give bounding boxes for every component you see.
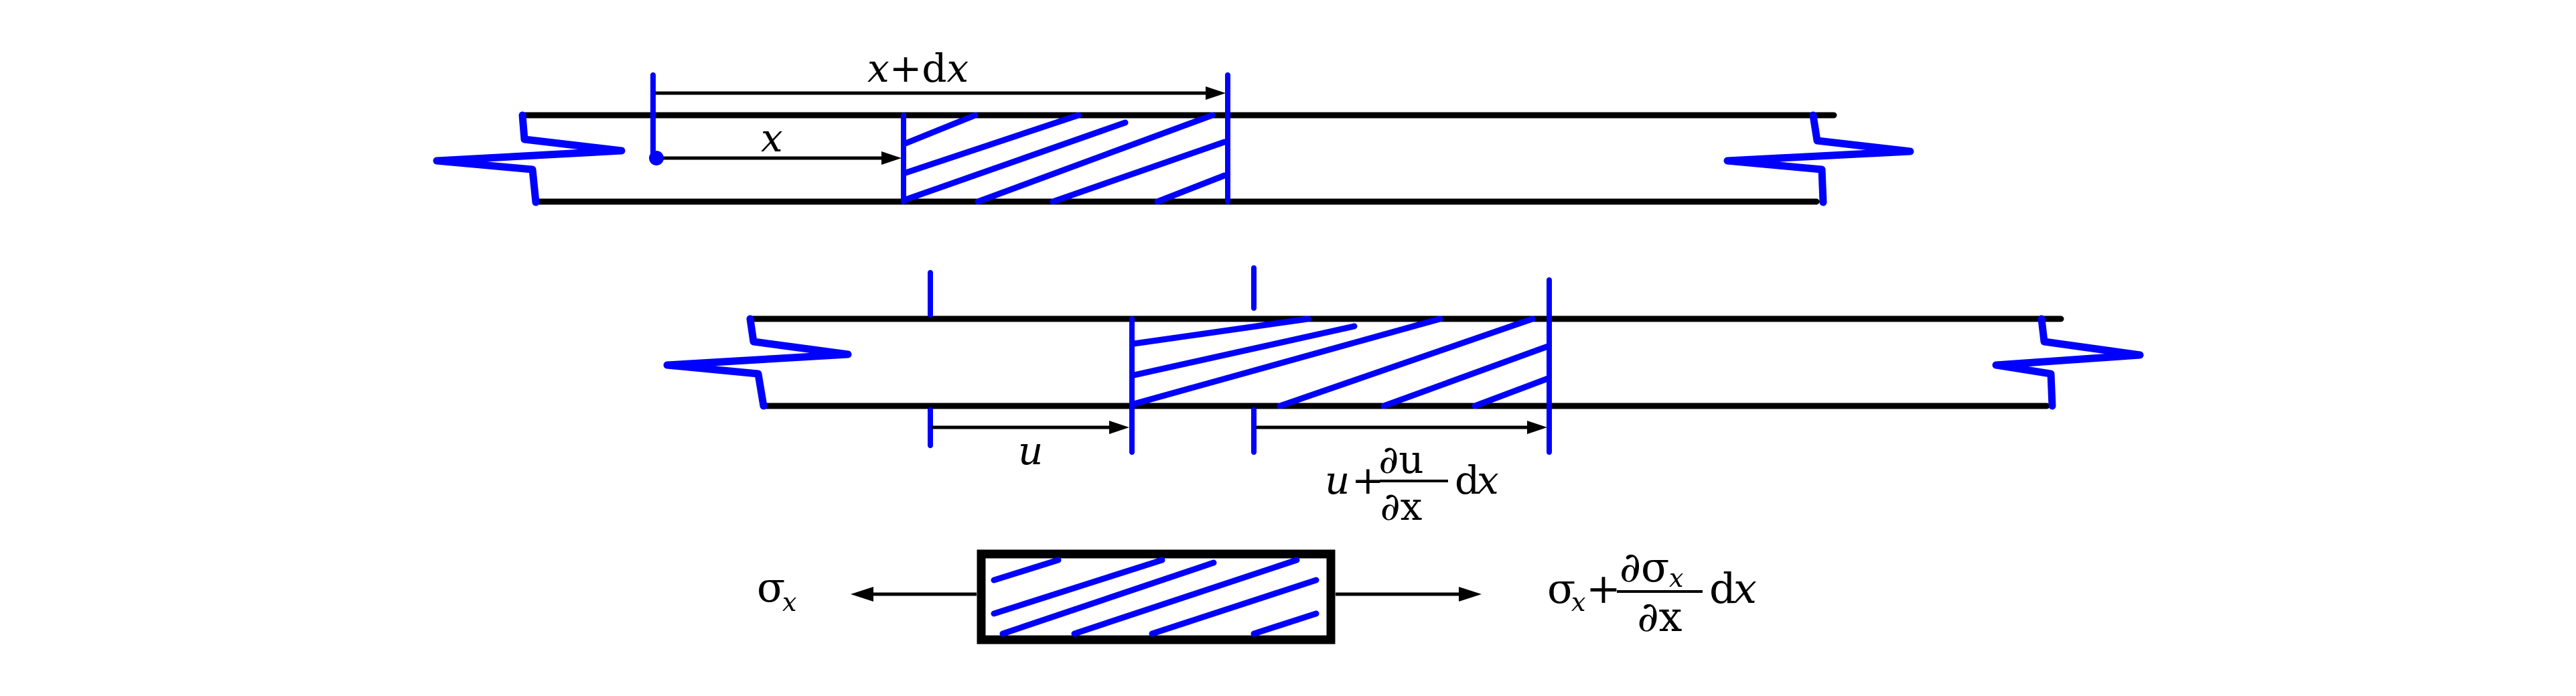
dimension-arrow-x — [663, 151, 902, 165]
origin-point-icon — [649, 151, 664, 165]
svg-text:∂x: ∂x — [1637, 592, 1682, 641]
break-line-left — [663, 315, 852, 410]
svg-text:x: x — [1733, 564, 1757, 613]
stress-arrow-right — [1336, 587, 1482, 602]
element-hatching — [991, 557, 1319, 637]
svg-text:σ: σ — [1547, 564, 1575, 613]
svg-text:x: x — [782, 587, 796, 617]
svg-text:u: u — [1325, 458, 1350, 503]
svg-text:x: x — [1477, 458, 1499, 503]
svg-text:x: x — [1571, 587, 1585, 617]
element-hatching — [1131, 316, 1551, 409]
svg-text:σ: σ — [757, 563, 785, 612]
element-hatching — [902, 112, 1228, 205]
label-sigma-x-plus-dsigma: σ x + ∂σ x ∂x d x — [1547, 543, 1757, 641]
dimension-arrow-u-plus-du — [1256, 421, 1547, 434]
label-u-plus-du-dx: u + ∂u ∂x d x — [1325, 437, 1499, 529]
svg-text:d: d — [1455, 458, 1480, 503]
svg-text:∂σ: ∂σ — [1620, 543, 1669, 591]
stress-arrow-left — [851, 587, 977, 602]
dimension-arrow-u — [932, 421, 1129, 434]
dimension-arrow-x-plus-dx — [655, 86, 1226, 100]
svg-text:+: + — [1586, 564, 1621, 613]
svg-text:d: d — [1709, 564, 1736, 613]
svg-text:∂u: ∂u — [1378, 437, 1423, 482]
label-x: x — [761, 115, 783, 161]
svg-text:x: x — [1669, 563, 1683, 593]
break-line-right — [1992, 315, 2144, 410]
break-line-left — [433, 111, 626, 206]
svg-text:∂x: ∂x — [1380, 484, 1423, 529]
label-sigma-x: σ x — [757, 563, 796, 617]
panel-position: x+dx x — [433, 46, 1914, 206]
label-u: u — [1018, 428, 1043, 474]
svg-text:+: + — [1352, 458, 1384, 503]
panel-displacement: u u + ∂u ∂x d x — [663, 265, 2144, 529]
panel-stress: σ x σ x + ∂σ x ∂x d x — [757, 543, 1757, 644]
label-x-plus-dx: x+dx — [867, 46, 969, 91]
break-line-right — [1723, 111, 1914, 206]
